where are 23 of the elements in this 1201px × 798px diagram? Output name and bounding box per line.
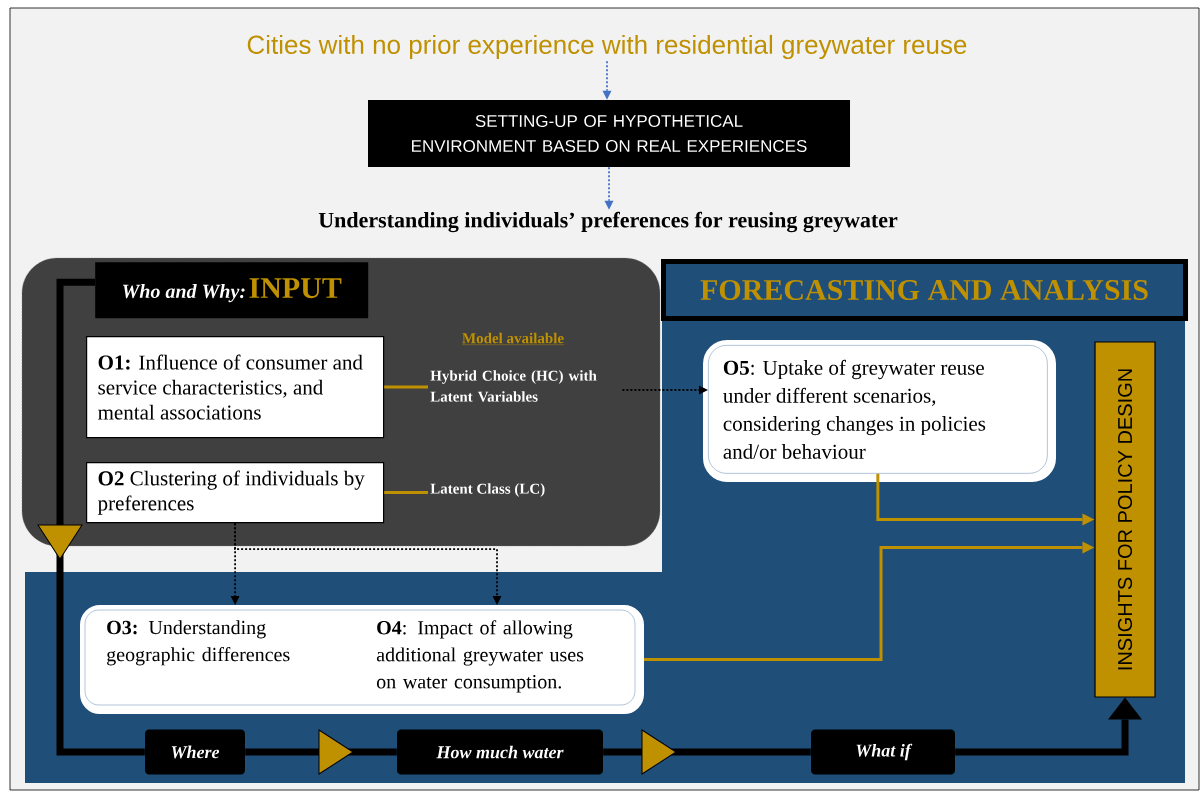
arrow [644,541,1095,661]
arrow [234,522,502,605]
model-name: Latent Class (LC) [430,483,545,497]
arrow [604,166,614,210]
objective-box: O2 Clustering of individuals by preferences [86,462,385,524]
column-heading: Model available [461,332,565,345]
heading-text: Understanding individuals’ preferences for reusing greywater [318,211,898,233]
section-header: FORECASTING AND ANALYSIS [661,259,1188,321]
stage-tag: How much water [397,729,603,775]
stage-tag: Where [145,729,245,775]
objective-box: O1: Influence of consumer and service characteristics, and mental associations [86,336,385,439]
output-box: INSIGHTS FOR POLICY DESIGN [1094,341,1156,698]
objective-box: O3: Understanding geographic differences O4: Impact of allowing additional greywater uses on water consumption. [80,605,644,714]
objective-box: O5: Uptake of greywater reuse under different scenarios, considering changes in policies and/or behaviour [703,340,1056,482]
arrow [602,60,612,100]
process-box: SETTING-UP OF HYPOTHETICAL ENVIRONMENT BASED ON REAL EXPERIENCES [368,100,850,167]
connector-line [384,385,428,389]
connector-line [384,491,428,495]
arrow [876,473,1095,526]
model-name: Hybrid Choice (HC) with Latent Variables [430,370,597,402]
stage-tag: What if [811,729,955,775]
title-text: Cities with no prior experience with residential greywater reuse [247,34,967,60]
arrow [621,385,708,395]
